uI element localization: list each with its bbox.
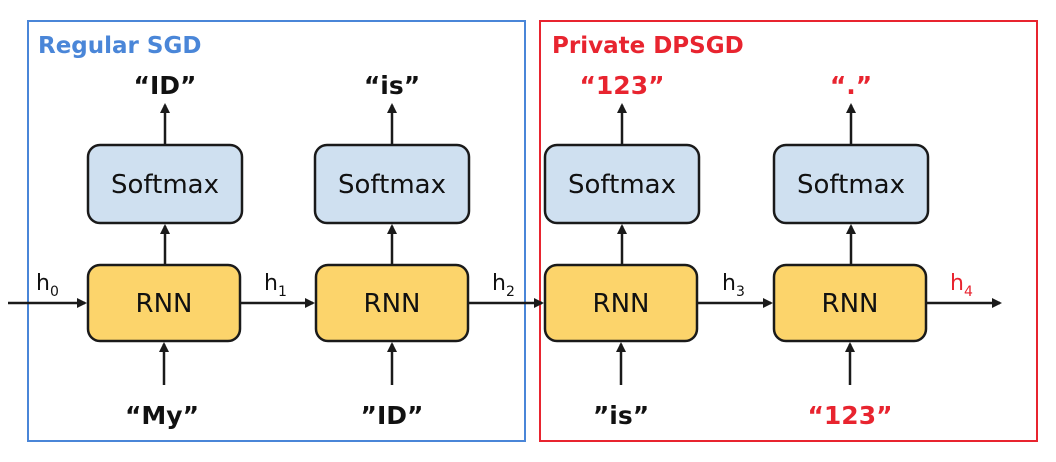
softmax-box: [772, 143, 930, 225]
step-2: “123” Softmax RNN ”is”: [543, 71, 701, 430]
input-token: ”is”: [593, 401, 649, 430]
softmax-label: Softmax: [797, 170, 905, 200]
step-3: “.” Softmax RNN “123”: [772, 71, 930, 430]
hidden-state-label-h2: h2: [492, 271, 515, 300]
softmax-box: [313, 143, 471, 225]
rnn-label: RNN: [136, 289, 193, 319]
output-token: “.”: [830, 71, 872, 100]
private-dpsgd-region: [539, 20, 1038, 442]
softmax-box: [86, 143, 244, 225]
rnn-label: RNN: [364, 289, 421, 319]
input-token: ”ID”: [361, 401, 424, 430]
output-token: “is”: [364, 71, 420, 100]
input-token: “123”: [807, 401, 892, 430]
step-0: “ID” Softmax RNN “My”: [86, 71, 244, 430]
private-dpsgd-title: Private DPSGD: [552, 33, 744, 59]
output-token: “ID”: [134, 71, 197, 100]
rnn-label: RNN: [593, 289, 650, 319]
hidden-state-label-h0: h0: [36, 271, 59, 300]
softmax-label: Softmax: [111, 170, 219, 200]
regular-sgd-region: [27, 20, 526, 442]
hidden-state-label-h4: h4: [950, 271, 973, 300]
step-1: “is” Softmax RNN ”ID”: [313, 71, 471, 430]
softmax-label: Softmax: [338, 170, 446, 200]
hidden-state-label-h3: h3: [722, 271, 745, 300]
hidden-state-label-h1: h1: [264, 271, 287, 300]
softmax-box: [543, 143, 701, 225]
softmax-label: Softmax: [568, 170, 676, 200]
regular-sgd-title: Regular SGD: [38, 33, 201, 59]
input-token: “My”: [125, 401, 199, 430]
output-token: “123”: [579, 71, 664, 100]
rnn-label: RNN: [822, 289, 879, 319]
